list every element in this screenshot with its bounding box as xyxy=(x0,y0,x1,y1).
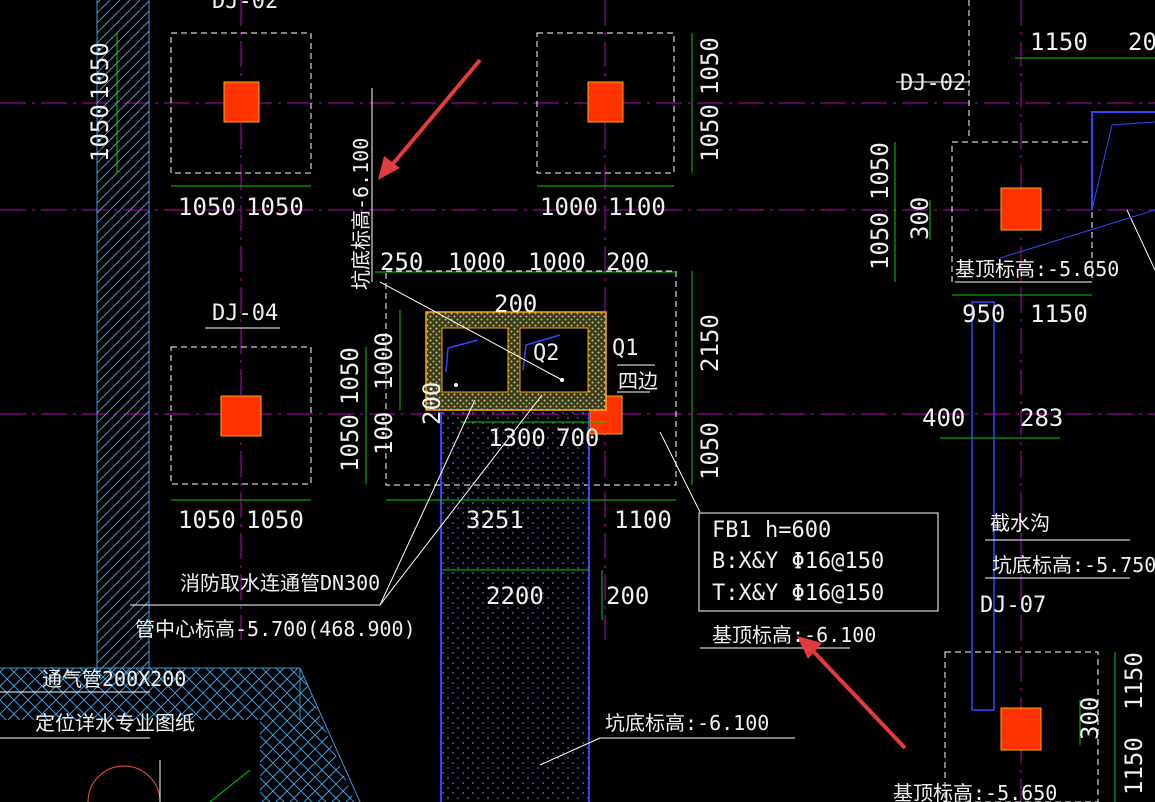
label-install: 定位详水专业图纸 xyxy=(35,711,195,735)
dim-text: 1000 xyxy=(448,248,506,276)
dim-text: 1050 xyxy=(178,506,236,534)
dim-text: 1050 xyxy=(246,193,304,221)
left-wall xyxy=(0,0,361,802)
dim-text: 1150 xyxy=(1120,737,1148,795)
label-fb1-line1: FB1 h=600 xyxy=(712,518,831,543)
dim-text: 1050 xyxy=(696,37,724,95)
dim-text: 950 xyxy=(962,300,1005,328)
label-vent: 通气管200X200 xyxy=(42,667,186,691)
dim-text: 1050 xyxy=(86,42,114,100)
label-pit-bottom-vertical: 坑底标高-6.100 xyxy=(349,138,373,290)
footing-dj07 xyxy=(944,651,1099,802)
dim-text: 200 xyxy=(418,382,446,425)
right-structures xyxy=(968,0,1155,711)
text-labels: DJ-02 DJ-02 DJ-04 DJ-07 Q2 Q1 四边 坑底标高-6.… xyxy=(35,0,1155,802)
dim-text: 250 xyxy=(380,248,423,276)
dim-text: 200 xyxy=(606,248,649,276)
footing-dj02-right xyxy=(951,141,1093,283)
label-top-elev-1: 基顶标高:-5.650 xyxy=(955,257,1119,281)
dim-text: 700 xyxy=(556,424,599,452)
pit-walls xyxy=(379,281,607,411)
label-dj04: DJ-04 xyxy=(212,301,278,326)
label-fb1-line3: T:X&Y Φ16@150 xyxy=(712,581,884,606)
dim-text: 2200 xyxy=(486,582,544,610)
label-si-bian: 四边 xyxy=(618,369,658,393)
dim-text: 200 xyxy=(606,582,649,610)
footing-dj04 xyxy=(170,346,312,485)
footing-top-middle xyxy=(536,32,675,174)
dim-text: 20 xyxy=(1128,28,1155,56)
label-dj07: DJ-07 xyxy=(980,593,1046,618)
dim-text: 400 xyxy=(922,404,965,432)
arrow-lower xyxy=(810,648,907,750)
dim-text: 1050 xyxy=(336,414,364,472)
dimension-texts: 1050 1050 1050 1050 1000 1100 1050 1050 … xyxy=(86,28,1155,795)
dim-text: 300 xyxy=(906,197,934,240)
arrow-annotations xyxy=(378,58,907,750)
leader-lines xyxy=(0,81,1130,766)
dim-text: 1000 xyxy=(370,332,398,390)
dotted-trench xyxy=(440,412,590,802)
dim-text: 283 xyxy=(1020,404,1063,432)
dim-text: 1150 xyxy=(1030,28,1088,56)
dim-text: 1000 xyxy=(528,248,586,276)
label-q2: Q2 xyxy=(533,341,560,366)
arrow-upper xyxy=(390,58,482,167)
dim-text: 1050 xyxy=(336,347,364,405)
label-pit-bottom-3: 坑底标高:-6.100 xyxy=(605,711,769,735)
label-fb1-line2: B:X&Y Φ16@150 xyxy=(712,549,884,574)
dim-text: 1050 xyxy=(86,104,114,162)
label-top-elev-3: 基顶标高:-5.650 xyxy=(893,781,1057,802)
dim-text: 1150 xyxy=(1120,652,1148,710)
dim-text: 200 xyxy=(494,290,537,318)
label-pit-bottom-2: 坑底标高:-5.750 xyxy=(992,553,1155,577)
dim-text: 2150 xyxy=(696,314,724,372)
label-dj02-top: DJ-02 xyxy=(212,0,278,14)
dim-text: 1300 xyxy=(488,424,546,452)
label-dj02-right: DJ-02 xyxy=(900,71,966,96)
dim-text: 1050 xyxy=(246,506,304,534)
label-q1: Q1 xyxy=(612,336,639,361)
dim-text: 1100 xyxy=(614,506,672,534)
dim-text: 1050 xyxy=(866,142,894,200)
dimension-lines xyxy=(116,33,1155,802)
footing-dj02-top xyxy=(170,32,312,174)
dim-text: 300 xyxy=(1076,697,1104,740)
dim-text: 1100 xyxy=(608,193,666,221)
label-pipe-center: 管中心标高-5.700(468.900) xyxy=(135,617,416,641)
dim-text: 3251 xyxy=(466,506,524,534)
label-jieshui-gou: 截水沟 xyxy=(990,511,1050,535)
dim-text: 1000 xyxy=(540,193,598,221)
label-top-elev-2: 基顶标高:-6.100 xyxy=(712,623,876,647)
dim-text: 100 xyxy=(370,412,398,455)
dim-text: 1050 xyxy=(866,212,894,270)
dim-text: 1050 xyxy=(178,193,236,221)
dim-text: 1050 xyxy=(696,104,724,162)
dim-text: 1050 xyxy=(696,422,724,480)
label-fire-pipe: 消防取水连通管DN300 xyxy=(180,571,380,595)
dim-text: 1150 xyxy=(1030,300,1088,328)
